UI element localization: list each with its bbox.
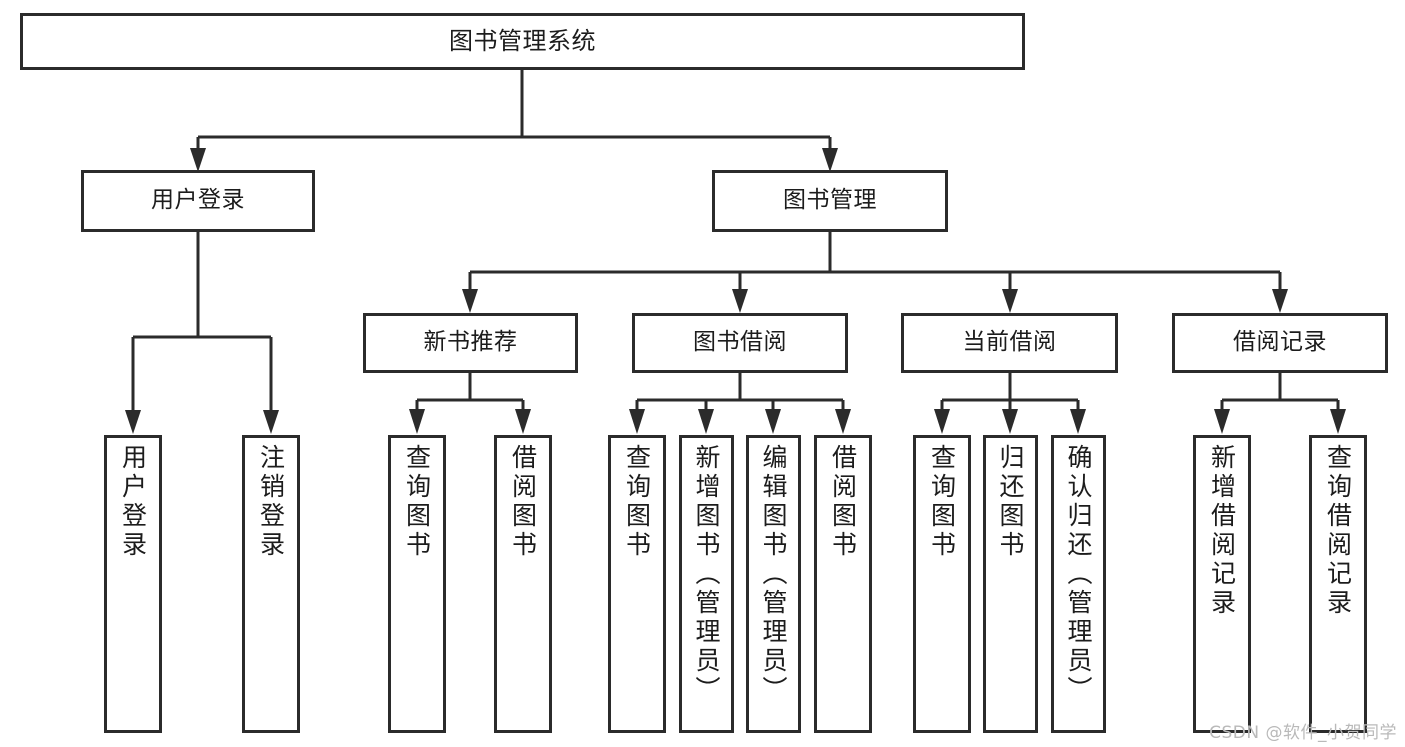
node-leaf-query-borrow-record[interactable]: 查询借阅记录 <box>1309 435 1367 733</box>
watermark-csdn: CSDN @软件_小贺同学 <box>1209 723 1397 743</box>
connector-newbook-to-leaves <box>409 373 531 434</box>
node-label: 借阅图书 <box>828 444 858 560</box>
node-leaf-confirm-return-admin[interactable]: 确认归还（管理员） <box>1051 435 1106 733</box>
connector-record-to-leaves <box>1214 373 1346 434</box>
node-label: 新增图书（管理员） <box>692 444 721 705</box>
node-new-book-recommendation[interactable]: 新书推荐 <box>363 313 578 373</box>
connector-borrow-to-leaves <box>629 373 851 434</box>
node-borrowing-record[interactable]: 借阅记录 <box>1172 313 1388 373</box>
node-leaf-user-login[interactable]: 用户登录 <box>104 435 162 733</box>
node-label: 当前借阅 <box>962 329 1057 356</box>
node-user-login[interactable]: 用户登录 <box>81 170 315 232</box>
node-label: 借阅图书 <box>508 444 538 560</box>
node-label: 借阅记录 <box>1233 329 1327 356</box>
node-label: 编辑图书（管理员） <box>759 444 788 705</box>
node-label: 查询图书 <box>927 444 957 560</box>
node-book-management[interactable]: 图书管理 <box>712 170 948 232</box>
connector-current-to-leaves <box>934 373 1086 434</box>
node-leaf-borrow-book-recommend[interactable]: 借阅图书 <box>494 435 552 733</box>
node-label: 查询借阅记录 <box>1323 444 1353 618</box>
node-book-borrowing[interactable]: 图书借阅 <box>632 313 848 373</box>
node-current-borrowing[interactable]: 当前借阅 <box>901 313 1118 373</box>
node-label: 查询图书 <box>402 444 432 560</box>
connector-root-to-level2 <box>190 70 838 172</box>
node-label: 确认归还（管理员） <box>1064 444 1093 705</box>
node-leaf-return-book[interactable]: 归还图书 <box>983 435 1038 733</box>
node-root-book-management-system[interactable]: 图书管理系统 <box>20 13 1025 70</box>
connector-userlogin-to-leaves <box>125 232 279 434</box>
node-label: 注销登录 <box>256 444 286 560</box>
node-label: 新书推荐 <box>423 329 518 356</box>
node-label: 用户登录 <box>151 187 245 214</box>
node-leaf-query-book-current[interactable]: 查询图书 <box>913 435 971 733</box>
connector-bookmgmt-to-level3 <box>462 232 1288 313</box>
node-label: 图书借阅 <box>693 329 787 356</box>
node-leaf-edit-book-admin[interactable]: 编辑图书（管理员） <box>746 435 801 733</box>
node-label: 图书管理系统 <box>449 27 596 56</box>
node-leaf-query-book-recommend[interactable]: 查询图书 <box>388 435 446 733</box>
node-leaf-add-borrow-record[interactable]: 新增借阅记录 <box>1193 435 1251 733</box>
node-label: 查询图书 <box>622 444 652 560</box>
node-label: 归还图书 <box>996 444 1025 560</box>
node-leaf-add-book-admin[interactable]: 新增图书（管理员） <box>679 435 734 733</box>
node-label: 新增借阅记录 <box>1207 444 1237 618</box>
node-leaf-logout[interactable]: 注销登录 <box>242 435 300 733</box>
node-leaf-borrow-book[interactable]: 借阅图书 <box>814 435 872 733</box>
node-label: 图书管理 <box>783 187 877 214</box>
node-leaf-query-book-borrow[interactable]: 查询图书 <box>608 435 666 733</box>
node-label: 用户登录 <box>118 444 148 560</box>
